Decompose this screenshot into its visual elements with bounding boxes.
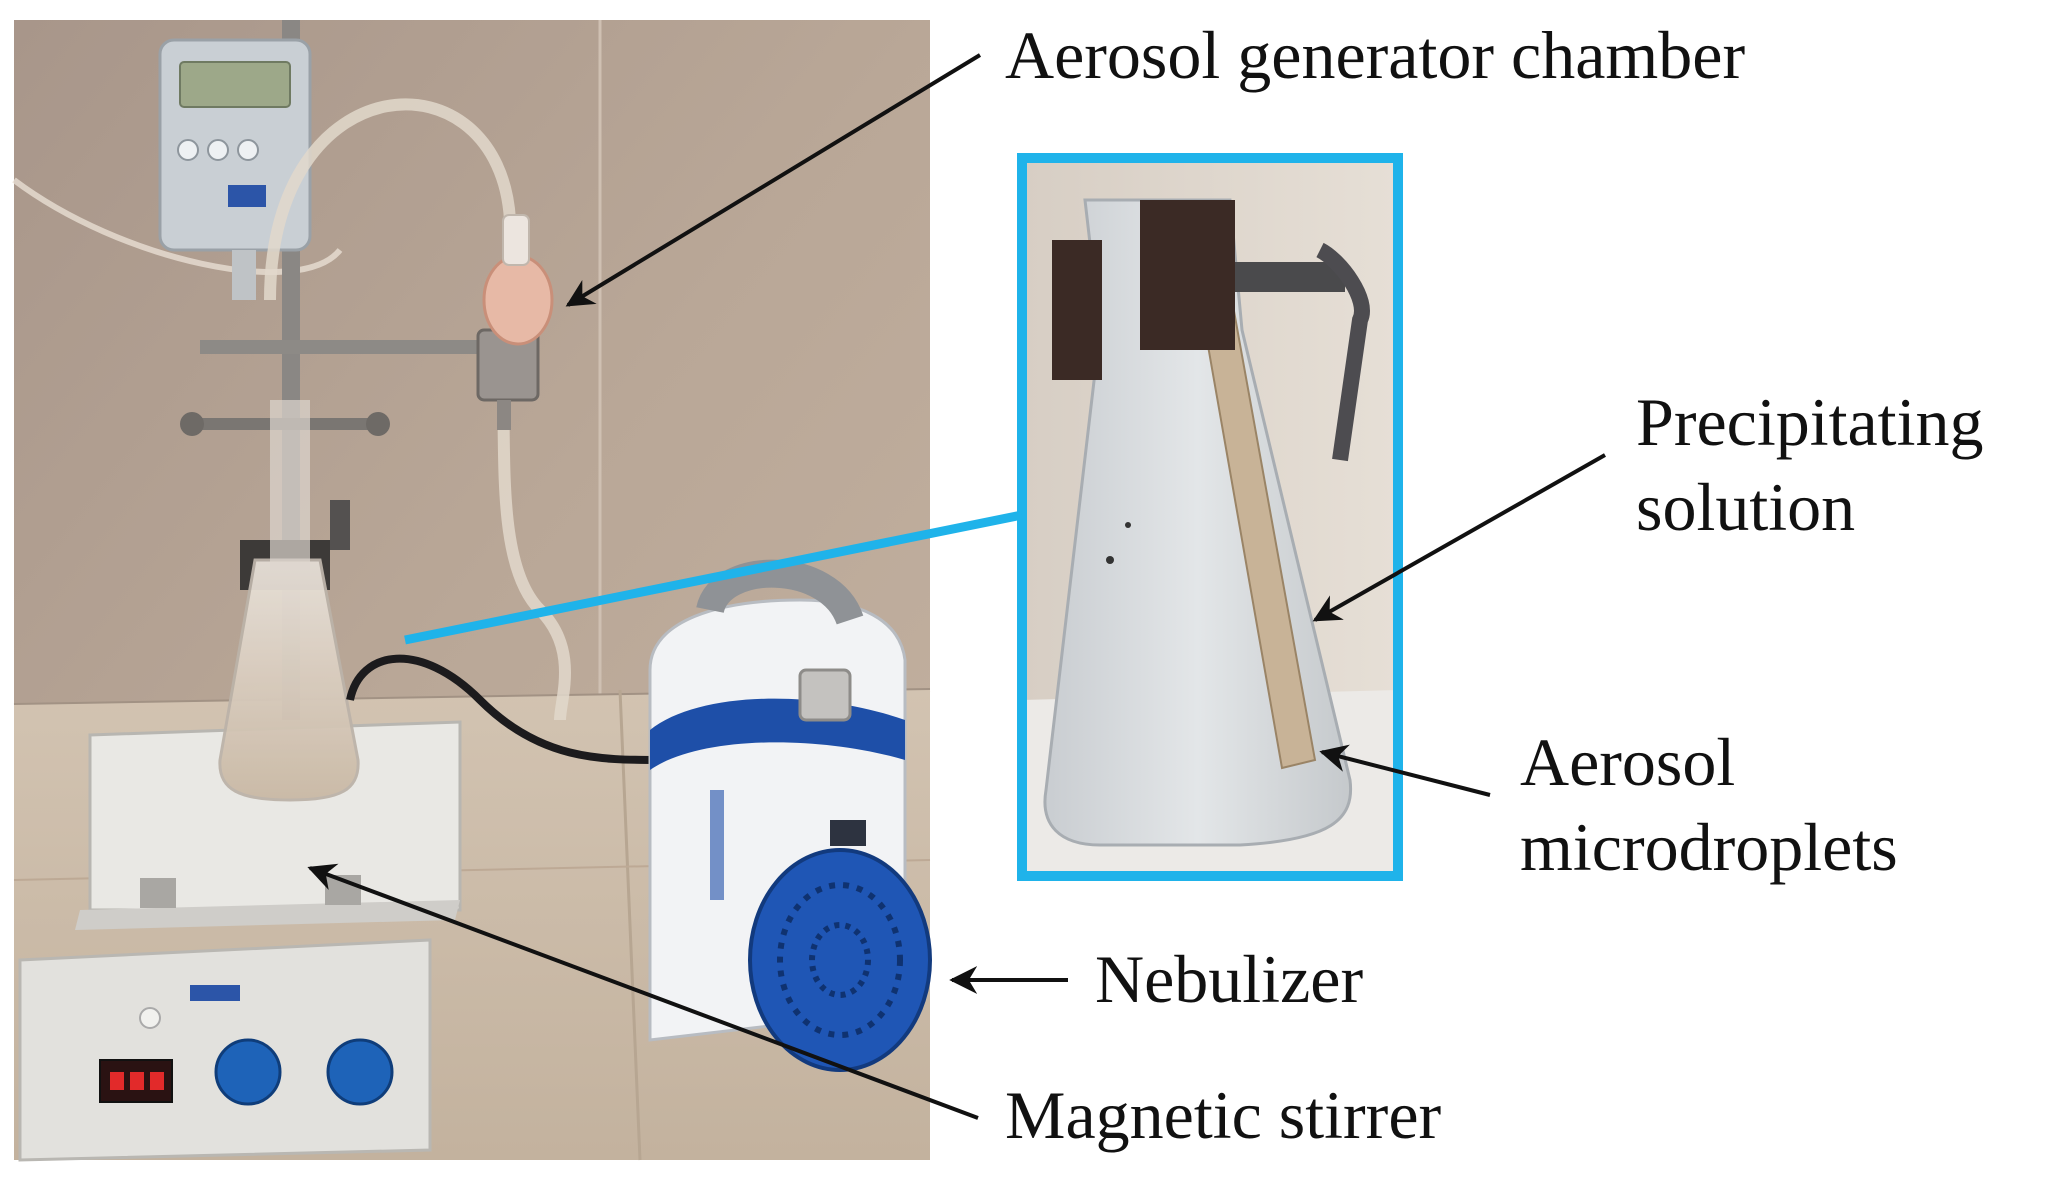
arrow-magnetic-stirrer [307,863,979,1120]
label-aerosol-line1: Aerosol [1520,724,1735,800]
flask-inset [1022,158,1398,876]
label-magnetic-stirrer: Magnetic stirrer [1005,1077,1442,1153]
inset-connector-line [404,510,1023,645]
stirrer-controller [158,38,312,300]
arrow-aerosol-microdroplets [1319,744,1491,797]
nebulizer-pump [648,559,932,1072]
label-precipitating-line1: Precipitating [1636,384,1983,460]
magnetic-stirrer [18,720,462,1162]
label-precipitating-line2: solution [1636,469,1855,545]
label-aerosol-line2: microdroplets [1520,809,1898,885]
label-aerosol-generator-chamber: Aerosol generator chamber [1005,17,1745,93]
aerosol-generator-chamber [476,214,554,430]
main-photo [12,20,932,1162]
erlenmeyer-flask [218,400,360,802]
label-nebulizer: Nebulizer [1095,941,1363,1017]
arrow-aerosol-chamber [565,53,982,307]
arrow-precipitating-solution [1312,453,1606,622]
